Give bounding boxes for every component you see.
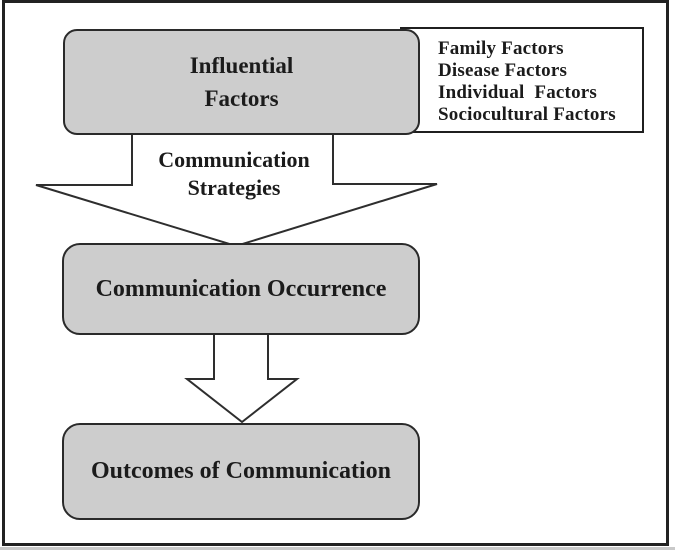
communication-strategies-line1: Communication [158,147,310,172]
communication-occurrence-label: Communication Occurrence [95,275,387,302]
outcomes-of-communication-label: Outcomes of Communication [91,458,391,484]
communication-strategies-label: Communication Strategies [134,146,334,202]
communication-strategies-line2: Strategies [187,175,281,200]
factor-item-sociocultural: Sociocultural Factors [438,104,616,125]
communication-occurrence-box: Communication Occurrence [62,243,420,335]
scan-edge-strip [0,547,675,550]
factor-item-disease: Disease Factors [438,60,568,81]
factor-item-individual: Individual Factors [438,82,597,103]
influential-factors-line2: Factors [204,86,279,111]
factors-list-box: Family Factors Disease Factors Individua… [400,27,644,133]
factor-item-family: Family Factors [438,38,564,59]
influential-factors-box: Influential Factors [63,29,420,135]
outcomes-of-communication-box: Outcomes of Communication [62,423,420,520]
influential-factors-line1: Influential [189,53,294,78]
